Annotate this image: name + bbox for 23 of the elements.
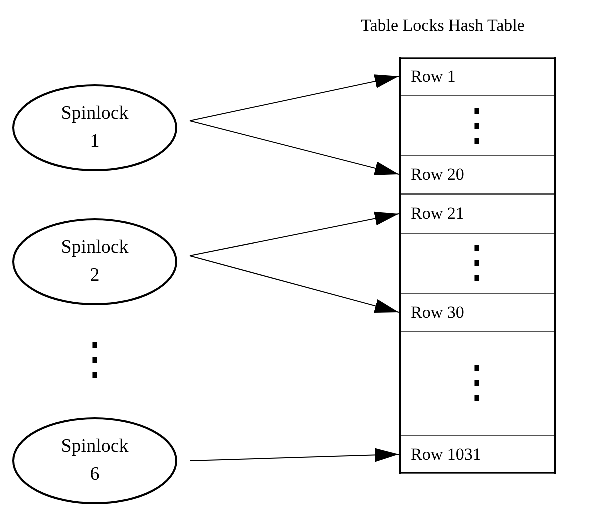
vertical-ellipsis: ⋮	[455, 101, 499, 151]
vertical-ellipsis: ⋮	[455, 238, 499, 288]
row-label: Row 21	[411, 204, 464, 224]
vertical-ellipsis: ⋮	[455, 358, 499, 408]
node-label: Spinlock 2	[60, 236, 130, 288]
arrow	[190, 256, 400, 313]
node-label: Spinlock 1	[60, 102, 130, 154]
node-label: Spinlock 6	[60, 435, 130, 487]
table-row	[401, 293, 554, 332]
table-row	[401, 194, 554, 234]
arrow	[190, 74, 400, 122]
arrow	[190, 120, 400, 176]
table-title: Table Locks Hash Table	[361, 15, 525, 37]
row-label: Row 1031	[411, 444, 482, 464]
table-row	[401, 435, 554, 474]
table-row	[401, 57, 554, 96]
table-row	[401, 155, 554, 194]
row-label: Row 20	[411, 164, 464, 184]
row-label: Row 1	[411, 66, 456, 86]
vertical-ellipsis: ⋮	[73, 335, 117, 385]
arrow	[190, 212, 400, 256]
arrow	[190, 448, 400, 462]
row-label: Row 30	[411, 302, 464, 322]
